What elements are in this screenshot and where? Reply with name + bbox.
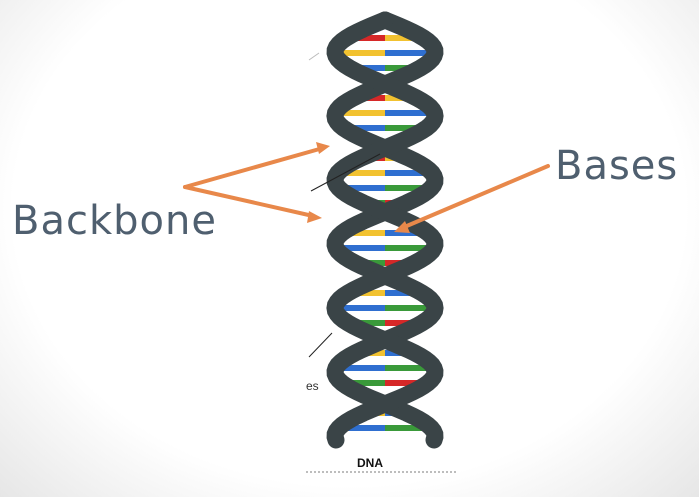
caption-subtitle-blur (306, 471, 456, 477)
pointer-line-top (309, 53, 319, 60)
backbone-arrow-upper-head (316, 142, 330, 154)
backbone-label: Backbone (12, 201, 217, 241)
bases-label: Bases (555, 146, 678, 186)
cropped-label-fragment: es (306, 379, 319, 393)
dna-caption: DNA (310, 456, 430, 470)
backbone-arrow-lower-head (307, 211, 322, 223)
backbone-arrow-upper (185, 148, 323, 187)
pointer-line-lower (309, 333, 332, 357)
